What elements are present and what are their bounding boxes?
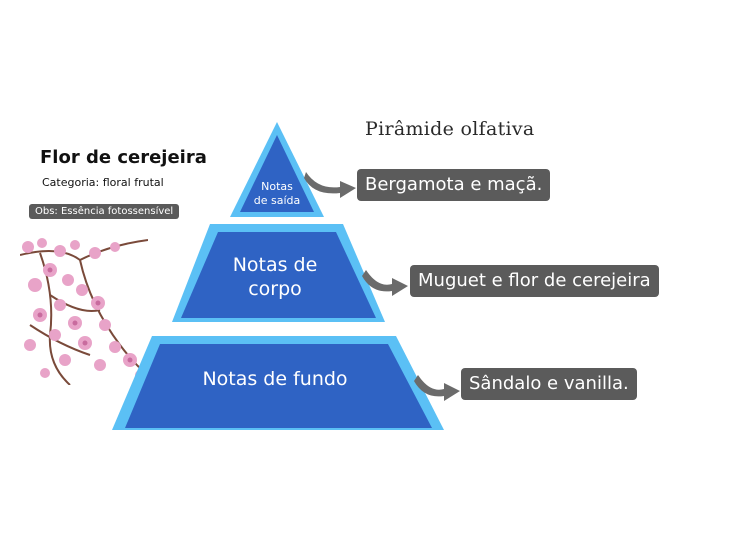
pyramid-title: Pirâmide olfativa — [365, 118, 535, 140]
curved-arrow-icon — [304, 172, 356, 198]
product-note-badge: Obs: Essência fotossensível — [29, 204, 180, 219]
product-name: Flor de cerejeira — [40, 147, 207, 168]
middle-notes-box: Muguet e flor de cerejeira — [410, 265, 659, 297]
top-notes-box: Bergamota e maçã. — [357, 169, 551, 201]
tier-label-top: Notas de saída — [253, 180, 301, 207]
base-notes-box: Sândalo e vanilla. — [461, 368, 637, 400]
curved-arrow-icon — [362, 270, 408, 296]
tier-label-middle: Notas de corpo — [232, 254, 318, 300]
tier-label-bottom: Notas de fundo — [202, 368, 348, 390]
curved-arrow-icon — [414, 375, 460, 401]
product-category: Categoria: floral frutal — [42, 176, 164, 189]
cherry-blossom-image — [20, 238, 148, 385]
